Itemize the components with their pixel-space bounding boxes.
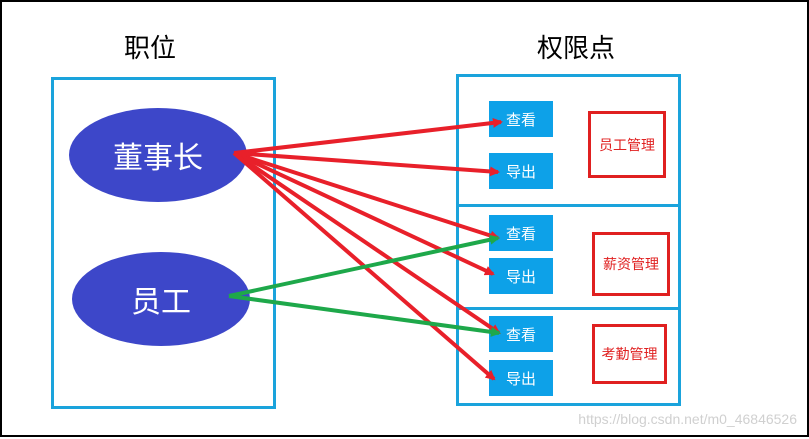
staff-view-button: 查看 <box>489 101 553 137</box>
permissions-heading: 权限点 <box>537 34 616 64</box>
module-label-staff-management: 员工管理 <box>588 111 666 178</box>
attendance-view-button: 查看 <box>489 316 553 352</box>
module-label-attendance-management: 考勤管理 <box>592 324 667 384</box>
positions-heading: 职位 <box>124 34 177 64</box>
module-label-salary-management: 薪资管理 <box>592 232 670 296</box>
position-staff: 员工 <box>72 252 250 346</box>
staff-export-button: 导出 <box>489 153 553 189</box>
position-chairman: 董事长 <box>69 108 247 202</box>
watermark-text: https://blog.csdn.net/m0_46846526 <box>578 411 797 427</box>
salary-export-button: 导出 <box>489 258 553 294</box>
salary-view-button: 查看 <box>489 215 553 251</box>
attendance-export-button: 导出 <box>489 360 553 396</box>
